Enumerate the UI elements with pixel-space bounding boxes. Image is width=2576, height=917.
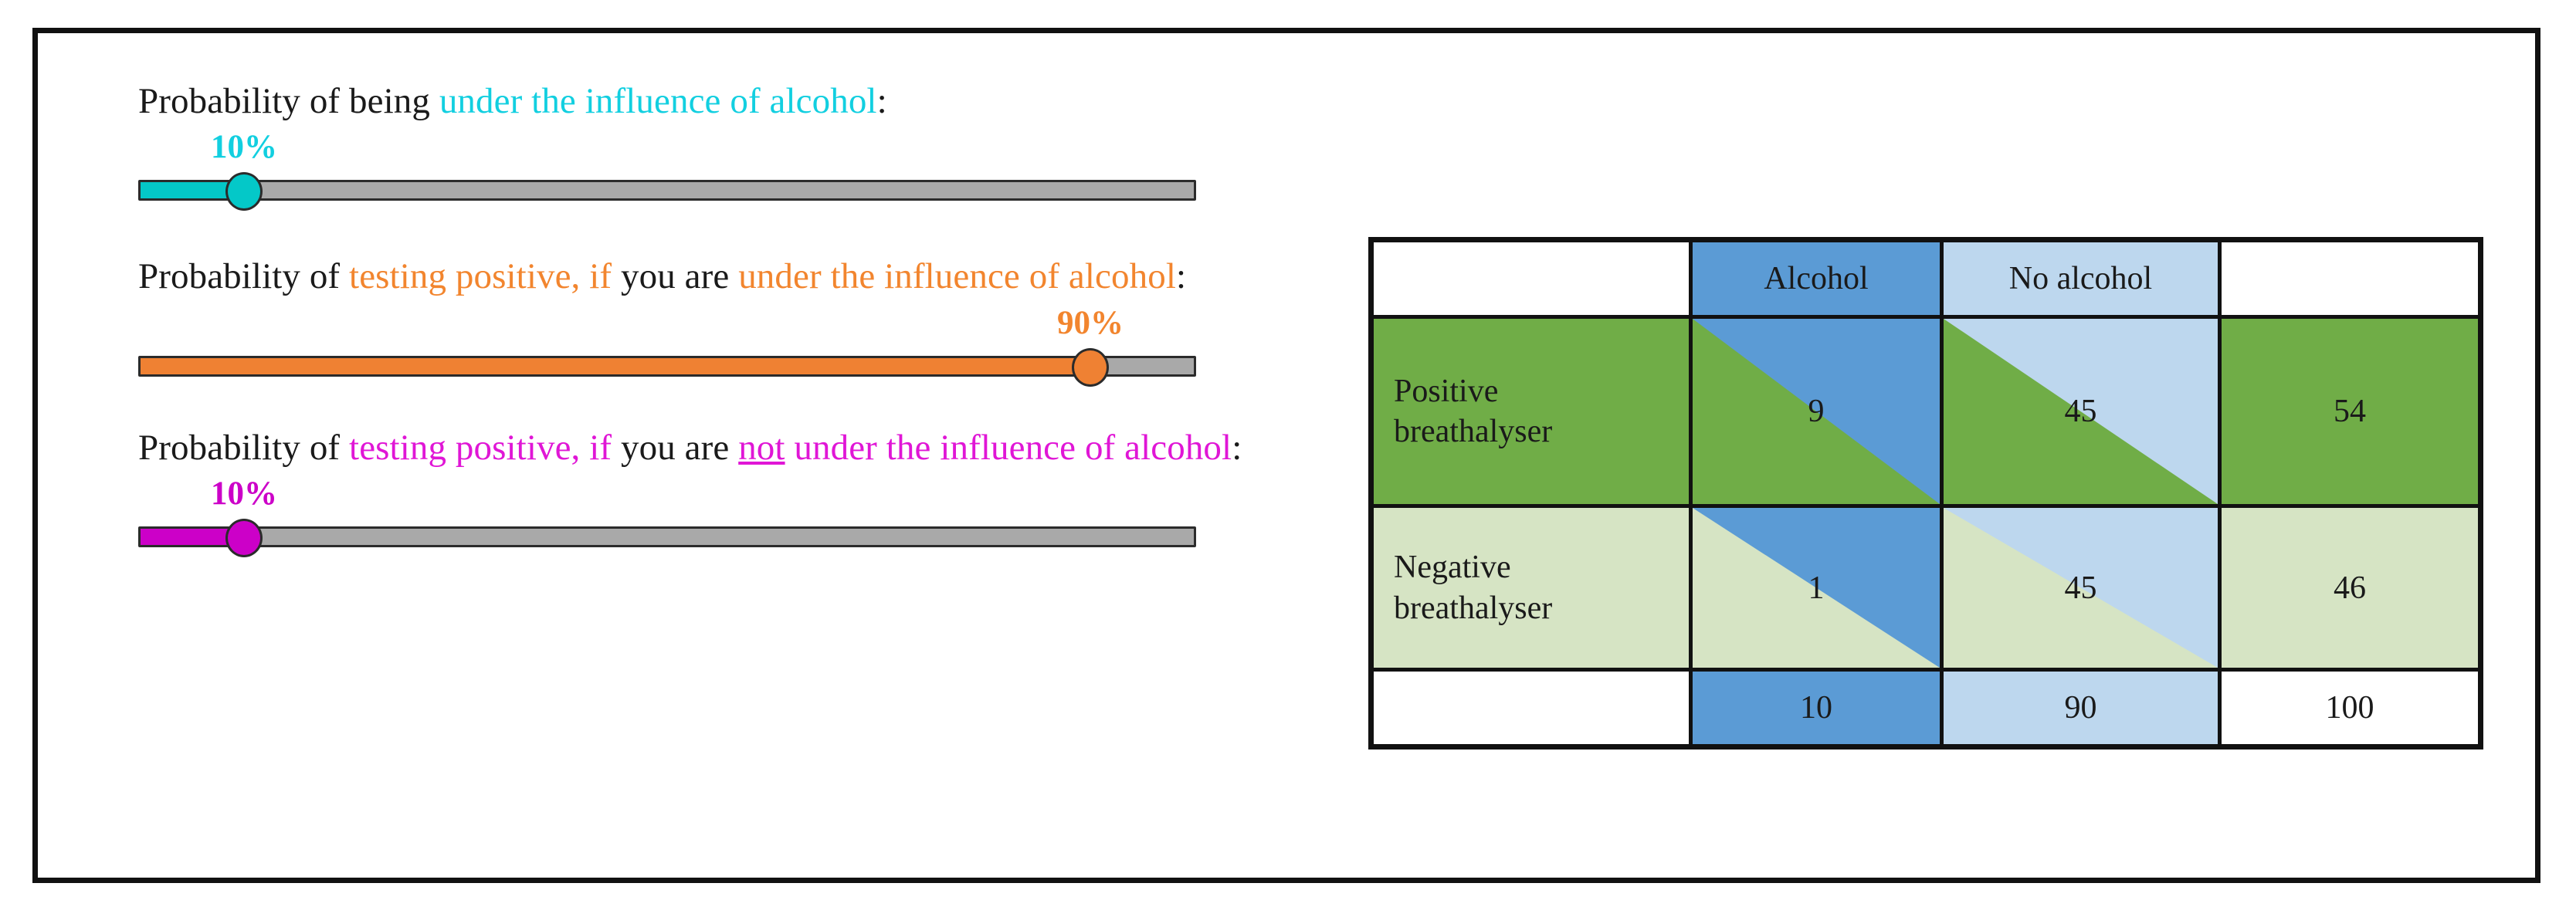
table-cell-negative-alcohol: 1 — [1689, 504, 1944, 672]
prompt-segment: Probability of being — [138, 81, 439, 121]
slider-prior-alcohol[interactable] — [138, 171, 1196, 211]
slider-value-row: 10% — [138, 475, 1242, 518]
slider-track[interactable] — [138, 355, 1196, 377]
prompt-segment: Probability of — [138, 256, 350, 297]
slider-track[interactable] — [138, 180, 1196, 201]
table-cell-positive-alcohol: 9 — [1689, 315, 1944, 508]
prompt-segment-highlight: testing positive, if — [349, 256, 612, 297]
slider-thumb-prior-alcohol[interactable] — [225, 172, 263, 211]
table-row-negative: Negative breathalyser 1 45 46 — [1369, 504, 2483, 672]
table-total-alcohol: 10 — [1689, 668, 1944, 749]
table-cell-positive-no-alcohol: 45 — [1940, 315, 2222, 508]
table-totals-row: 10 90 100 — [1369, 668, 2483, 749]
prompt-segment-highlight: testing positive, if — [349, 427, 612, 468]
sliders-panel: Probability of being under the influence… — [138, 80, 1242, 597]
slider-false-positive-rate[interactable] — [138, 518, 1196, 557]
prompt-segment-highlight: under the influence of alcohol — [785, 427, 1232, 468]
slider-sensitivity[interactable] — [138, 347, 1196, 387]
slider-prompt-sensitivity: Probability of testing positive, if you … — [138, 255, 1242, 299]
table-rowlabel-positive-line2: breathalyser — [1394, 414, 1553, 449]
table-header-row: Alcohol No alcohol — [1369, 238, 2483, 319]
figure-frame: Probability of being under the influence… — [32, 28, 2540, 883]
prompt-segment: : — [876, 81, 887, 121]
table-grand-total: 100 — [2218, 668, 2483, 749]
slider-fill — [141, 357, 1089, 374]
prompt-segment: : — [1232, 427, 1242, 468]
prompt-segment: you are — [612, 256, 739, 297]
table-corner-cell — [1369, 238, 1693, 319]
slider-block-prior-alcohol: Probability of being under the influence… — [138, 80, 1242, 211]
prompt-segment: : — [1175, 256, 1187, 297]
slider-fill — [141, 528, 246, 545]
slider-value-label-false-positive-rate: 10% — [211, 475, 277, 512]
prompt-segment-highlight: under the influence of alcohol — [738, 256, 1176, 297]
slider-value-label-sensitivity: 90% — [1057, 304, 1124, 341]
table-rowlabel-negative-line2: breathalyser — [1394, 590, 1553, 626]
table-panel: Alcohol No alcohol Positive breathalyser… — [1368, 237, 2483, 750]
cell-value: 45 — [2064, 570, 2097, 606]
slider-value-row: 90% — [138, 304, 1242, 347]
table-header-total — [2218, 238, 2483, 319]
cell-value: 1 — [1808, 570, 1825, 606]
prompt-segment-highlight: under the influence of alcohol — [439, 81, 877, 121]
slider-thumb-false-positive-rate[interactable] — [225, 518, 263, 557]
table-header-no-alcohol: No alcohol — [1940, 238, 2222, 319]
cell-value: 9 — [1808, 394, 1825, 429]
slider-value-label-prior-alcohol: 10% — [211, 129, 277, 166]
table-totals-label — [1369, 668, 1693, 749]
slider-track[interactable] — [138, 526, 1196, 547]
slider-block-sensitivity: Probability of testing positive, if you … — [138, 255, 1242, 387]
table-cell-negative-total: 46 — [2218, 504, 2483, 672]
table-row-positive: Positive breathalyser 9 45 54 — [1369, 315, 2483, 508]
cell-value: 45 — [2064, 394, 2097, 429]
table-total-no-alcohol: 90 — [1940, 668, 2222, 749]
table-rowlabel-negative: Negative breathalyser — [1369, 504, 1693, 672]
table-rowlabel-positive-line1: Positive — [1394, 373, 1499, 409]
slider-thumb-sensitivity[interactable] — [1072, 347, 1109, 387]
table-rowlabel-negative-line1: Negative — [1394, 550, 1511, 586]
table-rowlabel-positive: Positive breathalyser — [1369, 315, 1693, 508]
table-header-alcohol: Alcohol — [1689, 238, 1944, 319]
slider-fill — [141, 182, 246, 199]
slider-prompt-false-positive-rate: Probability of testing positive, if you … — [138, 426, 1242, 470]
table-cell-positive-total: 54 — [2218, 315, 2483, 508]
table-cell-negative-no-alcohol: 45 — [1940, 504, 2222, 672]
prompt-segment-underlined: not — [738, 427, 785, 468]
contingency-table: Alcohol No alcohol Positive breathalyser… — [1368, 237, 2483, 750]
slider-prompt-prior-alcohol: Probability of being under the influence… — [138, 80, 1242, 124]
slider-block-false-positive-rate: Probability of testing positive, if you … — [138, 426, 1242, 557]
prompt-segment: you are — [612, 427, 739, 468]
prompt-segment: Probability of — [138, 427, 350, 468]
slider-value-row: 10% — [138, 128, 1242, 171]
